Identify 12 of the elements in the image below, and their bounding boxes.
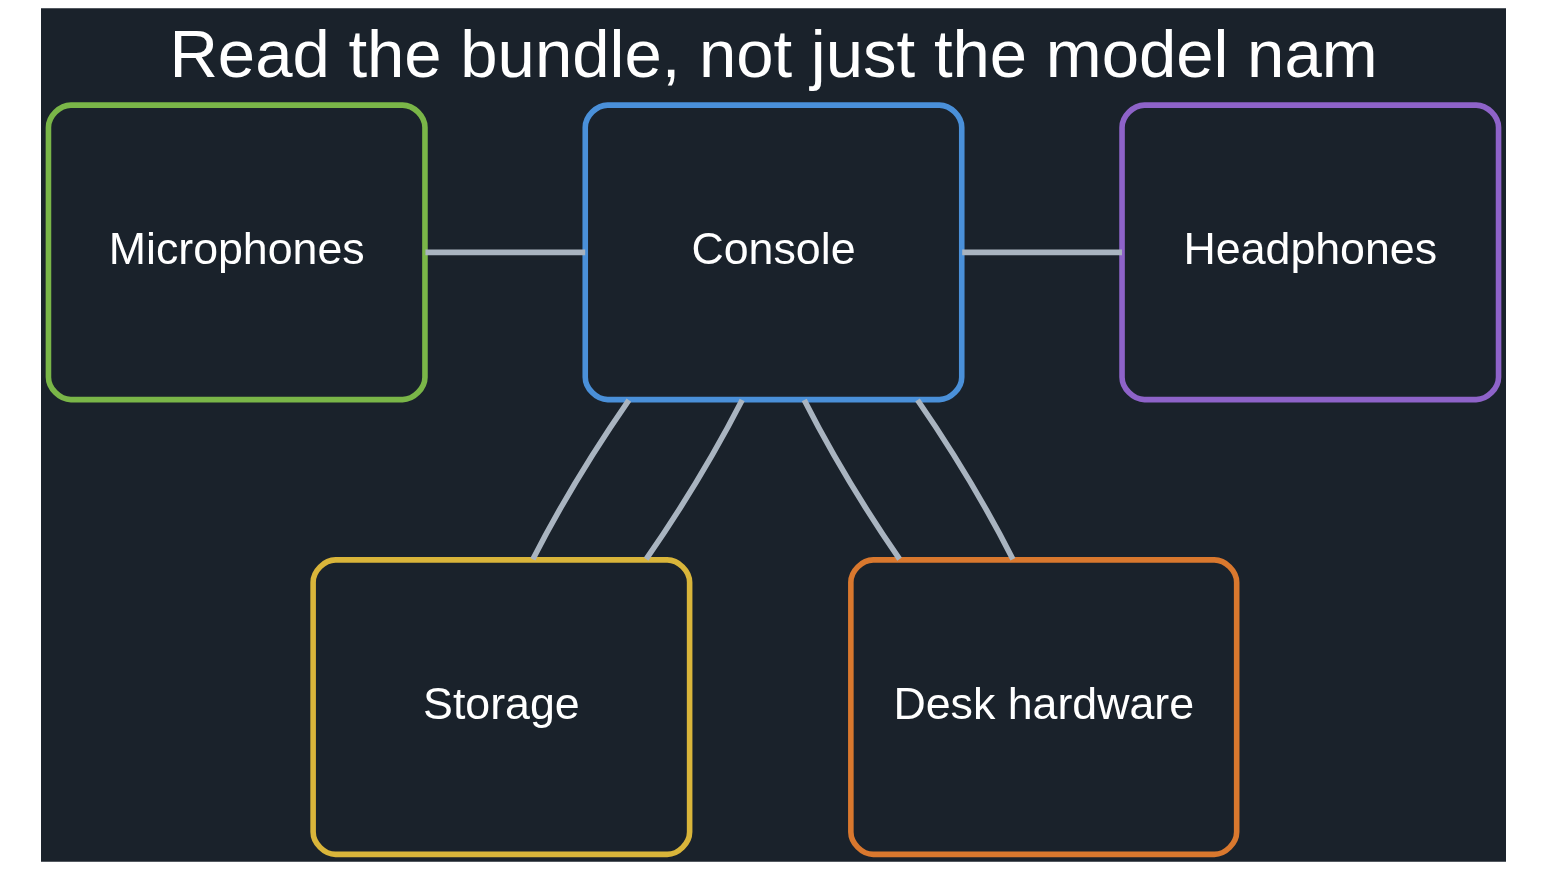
node-box: Headphones	[1119, 102, 1502, 403]
connector	[530, 398, 632, 561]
connector	[962, 249, 1122, 256]
connector	[801, 398, 902, 561]
connector	[643, 398, 745, 561]
connector	[915, 398, 1016, 561]
node-box: Desk hardware	[848, 557, 1240, 858]
connector	[425, 249, 586, 256]
diagram-title: Read the bundle, not just the model nam	[169, 15, 1378, 91]
node-box: Console	[582, 102, 965, 403]
node-box: Microphones	[45, 102, 428, 403]
node-box: Storage	[310, 557, 693, 858]
